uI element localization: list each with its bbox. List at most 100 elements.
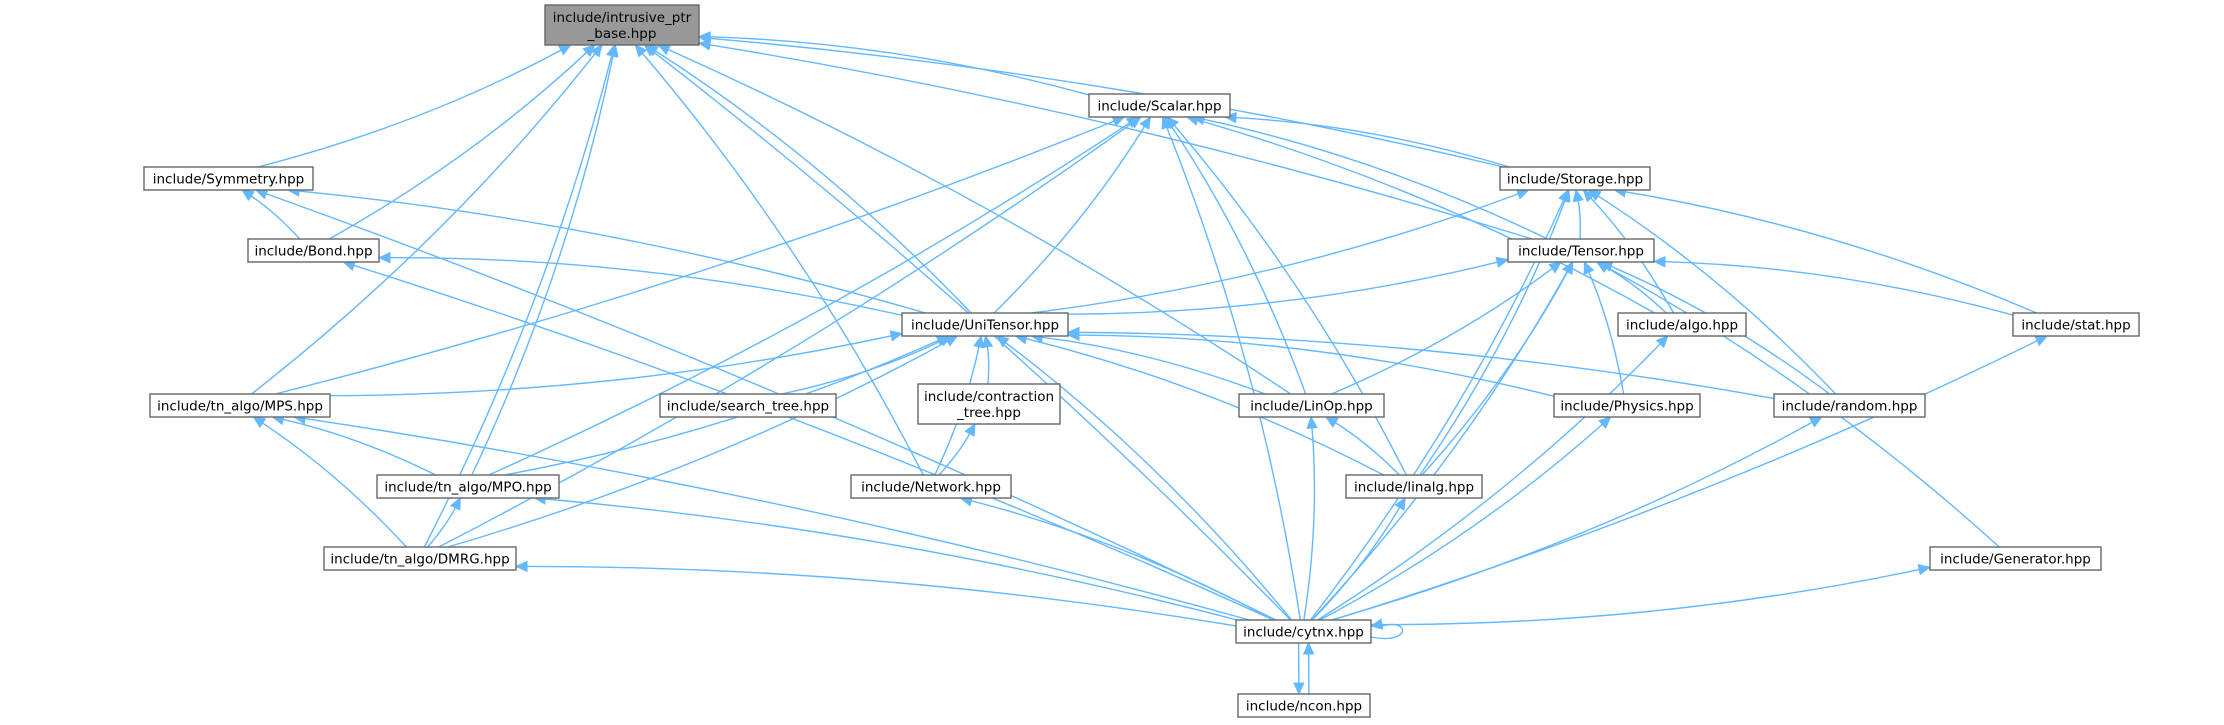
edge-linalg-to-scalar-line	[1173, 124, 1407, 476]
edge-physics-to-tensor-line	[1587, 270, 1625, 395]
node-bond-label: include/Bond.hpp	[254, 244, 372, 260]
edge-cytnx-to-random-arrowhead	[1808, 416, 1823, 428]
node-contraction[interactable]: include/contraction_tree.hpp	[917, 383, 1061, 425]
edge-random-to-unitensor	[1066, 326, 1775, 400]
edge-tensor-to-storage-line	[1577, 199, 1581, 240]
node-algo-box	[1617, 312, 1747, 337]
edge-cytnx-to-linalg-arrowhead	[1394, 496, 1406, 511]
node-scalar[interactable]: include/Scalar.hpp	[1088, 93, 1231, 118]
edge-unitensor-to-scalar-arrowhead	[1139, 115, 1151, 130]
edge-cytnx-to-network-line	[970, 499, 1275, 621]
node-random-label: include/random.hpp	[1782, 399, 1918, 415]
node-generator[interactable]: include/Generator.hpp	[1929, 546, 2102, 571]
edge-cytnx-to-ncon	[1293, 642, 1305, 696]
edge-cytnx-to-algo-arrowhead	[1655, 335, 1669, 349]
edge-unitensor-to-tensor-line	[1067, 261, 1499, 315]
node-random[interactable]: include/random.hpp	[1773, 393, 1926, 418]
node-algo-label: include/algo.hpp	[1626, 318, 1738, 334]
node-physics[interactable]: include/Physics.hpp	[1553, 393, 1701, 418]
edge-mpo-to-intrusive-line	[471, 54, 614, 476]
node-unitensor[interactable]: include/UniTensor.hpp	[901, 312, 1069, 337]
node-algo[interactable]: include/algo.hpp	[1617, 312, 1747, 337]
node-intrusive[interactable]: include/intrusive_ptr_base.hpp	[544, 4, 700, 46]
edges-layer	[241, 31, 2049, 696]
node-linalg[interactable]: include/linalg.hpp	[1345, 474, 1483, 499]
edge-cytnx-to-physics	[1319, 416, 1612, 621]
edge-physics-to-unitensor-line	[1077, 334, 1555, 397]
edge-network-to-contraction	[938, 422, 976, 476]
edge-cytnx-to-scalar	[1161, 115, 1302, 621]
edge-random-to-unitensor-arrowhead	[1066, 326, 1080, 339]
edge-tensor-to-intrusive-line	[708, 44, 1533, 240]
node-stat[interactable]: include/stat.hpp	[2012, 312, 2140, 337]
edge-random-to-unitensor-line	[1077, 331, 1775, 400]
edge-tensor-to-intrusive	[697, 39, 1533, 240]
edge-stat-to-storage	[1613, 186, 2037, 314]
node-contraction-box	[917, 383, 1061, 425]
edge-bond-to-intrusive-line	[328, 51, 588, 240]
node-symmetry-box	[143, 166, 314, 191]
node-mpo[interactable]: include/tn_algo/MPO.hpp	[376, 474, 560, 499]
edge-mps-to-scalar-arrowhead	[1111, 115, 1126, 127]
node-dmrg-label: include/tn_algo/DMRG.hpp	[330, 552, 509, 568]
edge-cytnx-to-algo-line	[1317, 342, 1662, 621]
edge-physics-to-tensor-arrowhead	[1583, 260, 1595, 275]
edge-cytnx-to-stat-arrowhead	[2034, 335, 2049, 347]
edge-mps-to-unitensor-line	[329, 334, 893, 397]
edge-network-to-unitensor-arrowhead	[973, 334, 985, 349]
node-tensor[interactable]: include/Tensor.hpp	[1507, 238, 1655, 263]
node-searchtree[interactable]: include/search_tree.hpp	[659, 393, 837, 418]
edge-dmrg-to-mps-arrowhead	[252, 416, 267, 429]
node-ncon[interactable]: include/ncon.hpp	[1237, 693, 1371, 718]
edge-cytnx-to-physics-line	[1319, 423, 1604, 621]
edge-cytnx-to-dmrg-arrowhead	[514, 560, 528, 573]
edge-stat-to-tensor	[1652, 255, 2014, 316]
node-linop[interactable]: include/LinOp.hpp	[1238, 393, 1385, 418]
node-cytnx[interactable]: include/cytnx.hpp	[1235, 619, 1372, 644]
edge-cytnx-to-linalg-line	[1311, 506, 1401, 621]
node-physics-box	[1553, 393, 1701, 418]
edge-bond-to-symmetry	[241, 189, 301, 240]
node-symmetry-label: include/Symmetry.hpp	[153, 172, 305, 188]
node-bond[interactable]: include/Bond.hpp	[247, 238, 380, 263]
edge-cytnx-to-unitensor	[995, 335, 1293, 621]
edge-unitensor-to-storage-line	[1031, 192, 1520, 314]
node-mps[interactable]: include/tn_algo/MPS.hpp	[149, 393, 331, 418]
edge-linop-to-scalar	[1164, 115, 1307, 395]
node-tensor-box	[1507, 238, 1655, 263]
edge-cytnx-to-mps-line	[303, 417, 1250, 621]
edge-unitensor-to-symmetry	[286, 185, 926, 314]
edge-dmrg-to-unitensor-arrowhead	[944, 335, 959, 347]
edge-bond-to-intrusive	[328, 44, 596, 240]
edge-cytnx-to-unitensor-arrowhead	[995, 335, 1010, 348]
node-physics-label: include/Physics.hpp	[1560, 399, 1693, 415]
edge-linop-to-tensor-line	[1331, 267, 1554, 395]
edge-unitensor-to-intrusive-line	[654, 49, 972, 314]
edge-cytnx-to-generator-arrowhead	[1917, 563, 1932, 576]
edge-stat-to-storage-line	[1624, 190, 2037, 314]
edge-cytnx-to-cytnx-line	[1370, 623, 1404, 640]
node-network[interactable]: include/Network.hpp	[850, 474, 1012, 499]
node-symmetry[interactable]: include/Symmetry.hpp	[143, 166, 314, 191]
node-generator-box	[1929, 546, 2102, 571]
node-storage[interactable]: include/Storage.hpp	[1499, 166, 1651, 191]
edge-dmrg-to-mps-line	[261, 421, 407, 548]
edge-unitensor-to-symmetry-line	[297, 190, 926, 314]
edge-symmetry-to-intrusive-line	[257, 49, 563, 168]
edge-cytnx-to-linalg	[1311, 496, 1406, 621]
edge-tensor-to-storage-arrowhead	[1572, 188, 1584, 203]
node-linop-label: include/LinOp.hpp	[1250, 399, 1372, 415]
edge-contraction-to-unitensor-line	[986, 345, 990, 385]
node-searchtree-box	[659, 393, 837, 418]
node-stat-box	[2012, 312, 2140, 337]
edge-scalar-to-intrusive	[697, 31, 1090, 96]
edge-algo-to-scalar-line	[1196, 119, 1655, 314]
edge-unitensor-to-scalar	[993, 115, 1151, 314]
edge-stat-to-tensor-line	[1663, 261, 2014, 316]
node-scalar-box	[1088, 93, 1231, 118]
edge-dmrg-to-scalar-arrowhead	[1128, 116, 1142, 129]
edge-linalg-to-tensor	[1421, 260, 1574, 476]
edge-linalg-to-tensor-line	[1421, 270, 1569, 476]
node-dmrg[interactable]: include/tn_algo/DMRG.hpp	[323, 546, 517, 571]
node-contraction-label: _tree.hpp	[956, 405, 1021, 421]
